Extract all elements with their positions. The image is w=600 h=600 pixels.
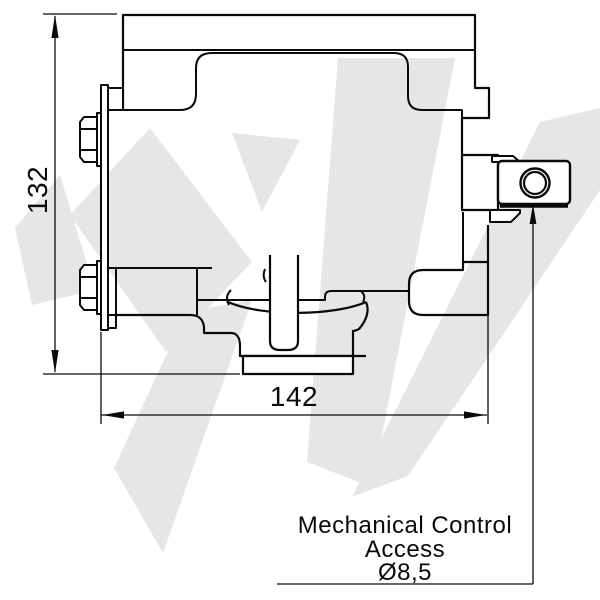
arrowhead-down	[51, 350, 59, 373]
access-hole-inner	[522, 170, 548, 196]
boss-arc-left-curl	[225, 289, 232, 306]
arrowhead-left	[102, 411, 124, 419]
note-line-2: Access	[365, 536, 445, 563]
access-hole-outer	[519, 167, 551, 199]
access-neck-block	[460, 153, 500, 212]
bolt-top	[79, 112, 102, 167]
leader-note: Mechanical Control Access Ø8,5	[277, 204, 537, 586]
flange-plate	[100, 84, 109, 331]
watermark-shape	[307, 58, 455, 487]
right-step-profile	[407, 225, 490, 317]
bolt-facet-lines	[80, 276, 97, 299]
bolt-head	[79, 116, 98, 163]
control-access-assembly	[460, 153, 572, 223]
arrowhead-right	[464, 411, 486, 419]
watermark-shape	[232, 133, 300, 212]
dimension-width: 142	[100, 316, 489, 424]
height-dim-label: 132	[22, 166, 53, 214]
device-outline	[79, 13, 491, 376]
output-shaft	[268, 255, 300, 352]
note-line-3: Ø8,5	[378, 559, 432, 586]
watermark-shape	[114, 300, 252, 553]
access-bottom-lip	[489, 209, 521, 223]
bolt-bottom	[79, 260, 102, 315]
note-line-1: Mechanical Control	[298, 512, 512, 539]
shaft-side-tick	[262, 268, 267, 283]
flange-top-tab	[107, 87, 124, 111]
width-dim-label: 142	[270, 381, 318, 412]
housing-top-outline	[121, 13, 491, 155]
arrowhead-up	[51, 15, 59, 38]
housing-cover-notch	[123, 52, 463, 118]
flange-bottom-tab	[107, 314, 117, 329]
dimension-height: 132	[22, 13, 240, 375]
access-box	[496, 159, 572, 206]
leader-arrowhead	[529, 204, 537, 224]
boss-right-edge	[351, 301, 369, 356]
flange-bolts	[79, 112, 102, 315]
watermark-shape	[70, 128, 252, 352]
bottom-left-step-profile	[116, 313, 366, 358]
mounting-foot	[241, 354, 355, 376]
bolt-facet-lines	[80, 128, 97, 151]
ledge-right-of-shaft	[298, 290, 409, 301]
bolt-head	[79, 264, 98, 311]
